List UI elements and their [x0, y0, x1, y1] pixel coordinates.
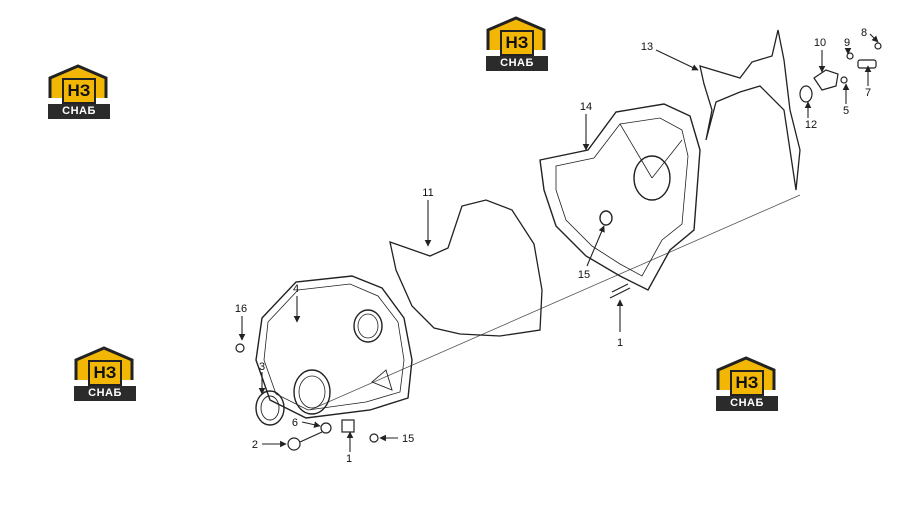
callout-3: 3: [259, 361, 265, 373]
callout-13: 13: [641, 41, 653, 53]
callout-11: 11: [422, 187, 433, 199]
logo-watermark-bottom-left: НЗ СНАБ: [74, 346, 136, 402]
callout-1-lower: 1: [346, 453, 352, 465]
logo-watermark-left: НЗ СНАБ: [48, 64, 110, 120]
washer-part: [874, 42, 882, 50]
callout-9: 9: [844, 37, 850, 49]
nut-part: [320, 422, 332, 434]
callout-4: 4: [293, 283, 299, 295]
callout-5: 5: [843, 105, 849, 117]
logo-caption: СНАБ: [48, 104, 110, 119]
flange-part: [813, 69, 839, 91]
logo-caption: СНАБ: [74, 386, 136, 401]
plug-part: [857, 59, 877, 69]
logo-mark: НЗ: [88, 360, 122, 386]
callout-arrows: [238, 33, 879, 452]
callout-16: 16: [235, 303, 247, 315]
logo-caption: СНАБ: [716, 396, 778, 411]
callout-15-upper: 15: [578, 269, 590, 281]
logo-mark: НЗ: [62, 78, 96, 104]
gear-housing-part: [539, 103, 701, 291]
gasket-part: [389, 199, 543, 337]
callout-12: 12: [805, 119, 817, 131]
callout-10: 10: [814, 37, 826, 49]
bolt-shank-part: [299, 431, 323, 443]
bolt-part: [609, 283, 631, 299]
callout-7: 7: [865, 87, 871, 99]
rear-gasket-part: [699, 29, 801, 191]
callout-15-lower: 15: [402, 433, 414, 445]
front-gear-cover-part: [255, 275, 413, 419]
callout-8: 8: [861, 27, 867, 39]
logo-watermark-bottom-right: НЗ СНАБ: [716, 356, 778, 412]
logo-watermark-top: НЗ СНАБ: [486, 16, 548, 72]
screw-part: [369, 433, 379, 443]
bolt-head-part: [287, 437, 301, 451]
callout-1-upper: 1: [617, 337, 623, 349]
callout-14: 14: [580, 101, 592, 113]
callout-2: 2: [252, 439, 258, 451]
screw-part: [840, 76, 848, 84]
assembly-axis-line: [309, 194, 801, 411]
logo-mark: НЗ: [730, 370, 764, 396]
logo-mark: НЗ: [500, 30, 534, 56]
callout-6: 6: [292, 417, 298, 429]
small-parts-group: [799, 42, 882, 103]
o-ring-part: [799, 85, 813, 103]
screw-part: [235, 343, 245, 353]
oil-seal-part: [255, 390, 285, 426]
bolt-part: [341, 419, 355, 433]
logo-caption: СНАБ: [486, 56, 548, 71]
